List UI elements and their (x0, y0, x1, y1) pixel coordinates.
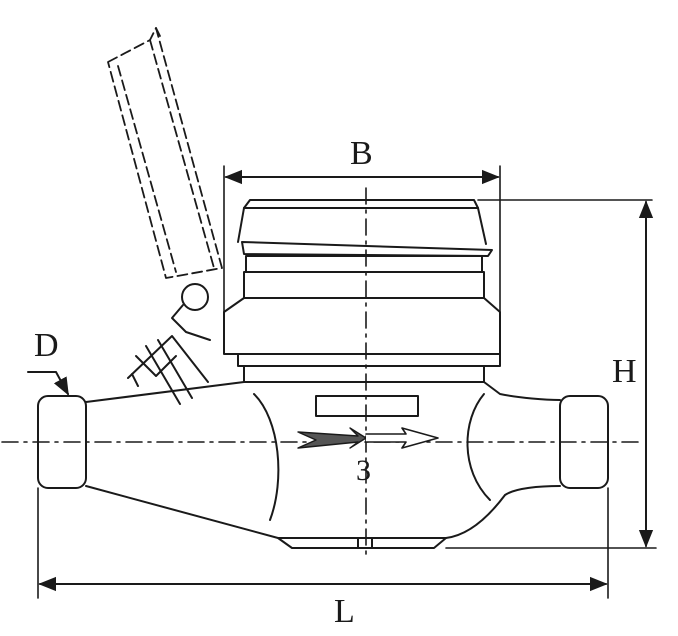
dimension-d-label: D (34, 327, 59, 364)
dimension-h-label: H (612, 353, 637, 390)
lid-open-dashed (107, 27, 223, 279)
dimension-d-leader (27, 371, 69, 396)
hinge-icon (181, 283, 209, 311)
register-head (223, 199, 501, 383)
left-end-fitting (37, 395, 87, 489)
check-valve-stub (127, 335, 209, 405)
dimension-h (445, 200, 657, 549)
flow-arrow-icon (297, 427, 439, 449)
dimension-b-label: B (350, 135, 373, 172)
dimension-b (223, 165, 501, 313)
flow-number: 3 (356, 454, 371, 487)
pipe-body (85, 381, 561, 549)
dimension-l-label: L (334, 593, 355, 630)
dimension-l (37, 487, 609, 599)
right-end-fitting (559, 395, 609, 489)
hinge-arm (171, 304, 211, 341)
nameplate (315, 395, 419, 417)
